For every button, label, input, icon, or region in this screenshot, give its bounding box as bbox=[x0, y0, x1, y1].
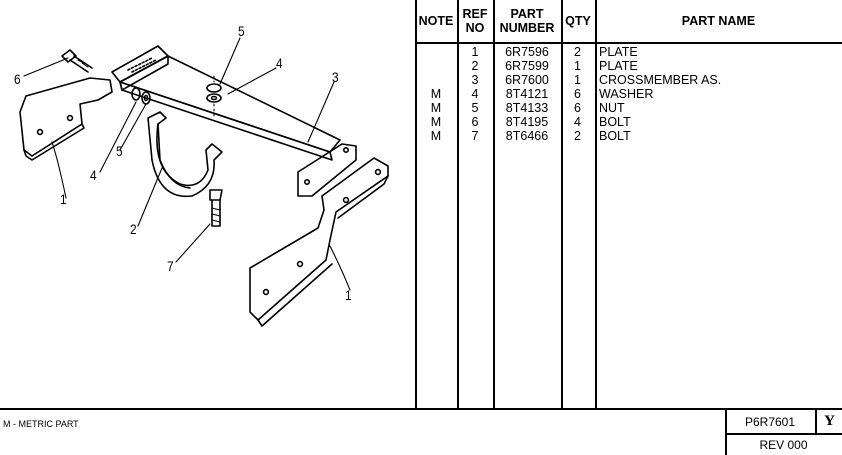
ref-cell: 3 bbox=[471, 73, 479, 87]
column-divider bbox=[561, 0, 563, 408]
bolt-6 bbox=[61, 49, 93, 73]
callout-label: 4 bbox=[90, 167, 97, 183]
title-block-rule bbox=[725, 433, 842, 435]
callout-label: 7 bbox=[167, 258, 174, 274]
note-cell: M bbox=[430, 115, 442, 129]
qty-cell: 6 bbox=[574, 87, 581, 101]
header-part-label: PART bbox=[510, 7, 544, 21]
part-name-cell: CROSSMEMBER AS. bbox=[599, 73, 722, 87]
callout-label: 1 bbox=[345, 287, 352, 303]
u-bracket-plate bbox=[147, 111, 223, 198]
table-row: M 4 8T4121 6 WASHER bbox=[415, 87, 842, 101]
note-cell: M bbox=[430, 129, 442, 143]
part-number-cell: 6R7596 bbox=[505, 45, 549, 59]
callout-label: 1 bbox=[60, 191, 67, 207]
ref-cell: 2 bbox=[471, 59, 479, 73]
callout-label: 6 bbox=[14, 71, 21, 87]
left-plate bbox=[19, 77, 113, 161]
header-ref-no: REF NO bbox=[457, 0, 493, 42]
ref-cell: 6 bbox=[471, 115, 479, 129]
part-name-cell: BOLT bbox=[599, 115, 631, 129]
footer-rule bbox=[0, 408, 842, 410]
revision-letter: Y bbox=[824, 413, 835, 429]
revision-number: REV 000 bbox=[759, 438, 808, 452]
title-block-border bbox=[725, 410, 727, 455]
ref-cell: 5 bbox=[471, 101, 479, 115]
table-row: M 6 8T4195 4 BOLT bbox=[415, 115, 842, 129]
table-row: 1 6R7596 2 PLATE bbox=[415, 45, 842, 59]
callout-label: 4 bbox=[276, 55, 283, 71]
bolt-7 bbox=[209, 189, 223, 227]
header-qty: QTY bbox=[561, 0, 595, 42]
title-block-divider bbox=[815, 410, 817, 434]
part-number-cell: 8T4195 bbox=[505, 115, 549, 129]
crossmember-assembly bbox=[111, 45, 357, 197]
part-name-cell: BOLT bbox=[599, 129, 631, 143]
part-name-cell: PLATE bbox=[599, 59, 638, 73]
ref-cell: 4 bbox=[471, 87, 479, 101]
header-note: NOTE bbox=[415, 0, 457, 42]
callout-label: 2 bbox=[130, 221, 137, 237]
header-qty-label: QTY bbox=[565, 14, 591, 28]
table-row: M 7 8T6466 2 BOLT bbox=[415, 129, 842, 143]
header-no-label: NO bbox=[465, 21, 485, 35]
metric-part-note: M - METRIC PART bbox=[3, 419, 79, 429]
ref-cell: 7 bbox=[471, 129, 479, 143]
right-plate bbox=[249, 157, 389, 327]
qty-cell: 1 bbox=[574, 59, 581, 73]
column-divider bbox=[595, 0, 597, 408]
header-ref-label: REF bbox=[462, 7, 488, 21]
part-number-cell: 6R7599 bbox=[505, 59, 549, 73]
diagram-drawing bbox=[19, 37, 389, 327]
washer-and-nut-stack bbox=[131, 75, 222, 117]
column-divider bbox=[493, 0, 495, 408]
header-part-name: PART NAME bbox=[595, 0, 842, 42]
header-name-label: PART NAME bbox=[681, 14, 756, 28]
document-number: P6R7601 bbox=[744, 415, 796, 429]
exploded-parts-diagram: 6 5 4 3 4 5 1 2 7 1 bbox=[0, 0, 415, 408]
table-row: M 5 8T4133 6 NUT bbox=[415, 101, 842, 115]
part-number-cell: 8T6466 bbox=[505, 129, 549, 143]
part-number-cell: 8T4133 bbox=[505, 101, 549, 115]
qty-cell: 2 bbox=[574, 45, 581, 59]
leader-lines bbox=[23, 37, 351, 291]
qty-cell: 4 bbox=[574, 115, 581, 129]
callout-label: 5 bbox=[116, 143, 123, 159]
note-cell: M bbox=[430, 87, 442, 101]
title-block: P6R7601 Y REV 000 bbox=[725, 410, 842, 455]
table-border bbox=[415, 0, 417, 408]
ref-cell: 1 bbox=[471, 45, 479, 59]
header-number-label: NUMBER bbox=[499, 21, 555, 35]
table-row: 2 6R7599 1 PLATE bbox=[415, 59, 842, 73]
part-name-cell: PLATE bbox=[599, 45, 638, 59]
qty-cell: 2 bbox=[574, 129, 581, 143]
table-row: 3 6R7600 1 CROSSMEMBER AS. bbox=[415, 73, 842, 87]
header-part-number: PART NUMBER bbox=[493, 0, 561, 42]
note-cell: M bbox=[430, 101, 442, 115]
column-divider bbox=[457, 0, 459, 408]
qty-cell: 1 bbox=[574, 73, 581, 87]
header-rule bbox=[415, 42, 842, 44]
part-number-cell: 8T4121 bbox=[505, 87, 549, 101]
part-number-cell: 6R7600 bbox=[505, 73, 549, 87]
part-name-cell: WASHER bbox=[599, 87, 654, 101]
callout-label: 3 bbox=[332, 69, 339, 85]
qty-cell: 6 bbox=[574, 101, 581, 115]
part-name-cell: NUT bbox=[599, 101, 625, 115]
callout-label: 5 bbox=[238, 23, 245, 39]
parts-table: NOTE REF NO PART NUMBER QTY PART NAME 1 … bbox=[415, 0, 842, 408]
header-note-label: NOTE bbox=[418, 14, 454, 28]
